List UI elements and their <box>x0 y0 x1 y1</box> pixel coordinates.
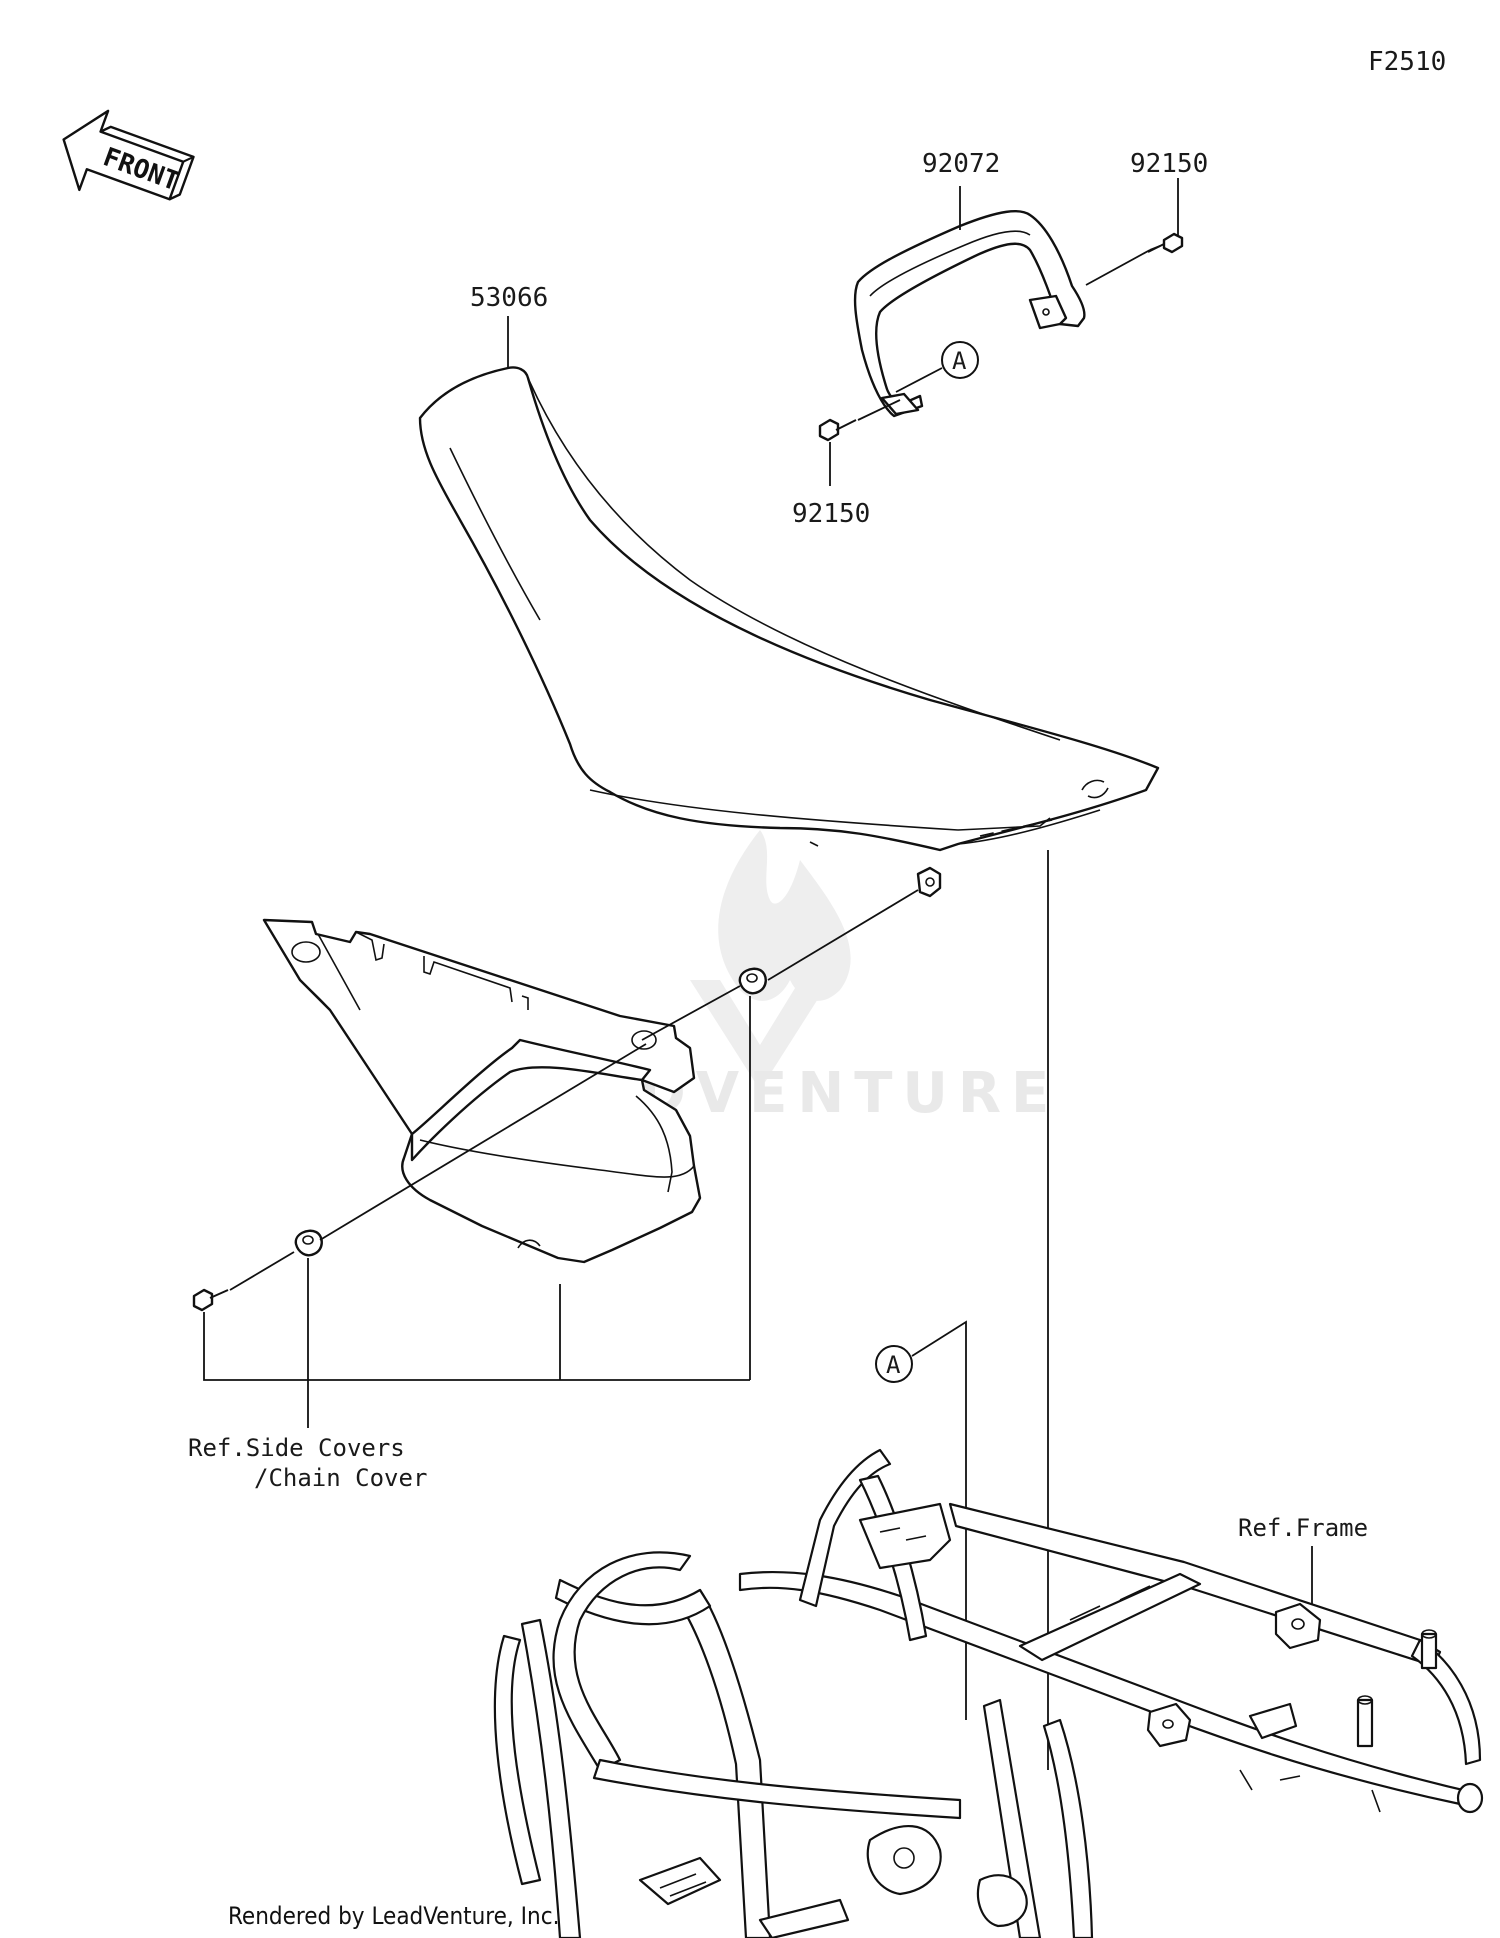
label-bolt-right: 92150 <box>1130 149 1208 179</box>
leader-grommet-upper-axis <box>641 985 741 1041</box>
label-bolt-left: 92150 <box>792 499 870 529</box>
grommet-upper <box>738 967 767 995</box>
callout-a-top: A <box>895 341 979 393</box>
leader-bolt-right-axis <box>1085 249 1151 286</box>
label-grab-bar: 92072 <box>922 149 1000 179</box>
ref-side-covers: Ref.Side Covers <box>188 1434 405 1462</box>
label-seat: 53066 <box>470 283 548 313</box>
side-cover-bolt <box>192 1288 229 1312</box>
leader-bolt-left-axis <box>857 399 901 421</box>
ref-chain-cover: /Chain Cover <box>254 1464 427 1492</box>
svg-text:A: A <box>952 347 967 375</box>
leader-cover-to-grommet <box>319 1043 647 1241</box>
side-cover <box>262 918 702 1264</box>
seat <box>418 366 1160 898</box>
diagram-code: F2510 <box>1368 47 1446 77</box>
front-arrow-icon: FRONT <box>62 109 195 201</box>
grab-bar <box>853 209 1086 418</box>
watermark-logo-icon <box>718 830 851 1001</box>
leader-bracket <box>203 1312 750 1381</box>
ref-frame: Ref.Frame <box>1238 1514 1368 1542</box>
grommet-lower <box>294 1229 323 1257</box>
leader-seat-grommet <box>767 889 919 981</box>
bolt-right <box>1147 232 1184 254</box>
callout-a-bottom: A <box>875 1320 967 1720</box>
leader-grommet-bolt <box>229 1251 295 1291</box>
bolt-left <box>818 418 857 442</box>
svg-text:A: A <box>886 1351 901 1379</box>
footer-credit: Rendered by LeadVenture, Inc. <box>228 1902 559 1930</box>
frame <box>493 1448 1484 1938</box>
watermark-v-icon <box>690 980 830 1090</box>
